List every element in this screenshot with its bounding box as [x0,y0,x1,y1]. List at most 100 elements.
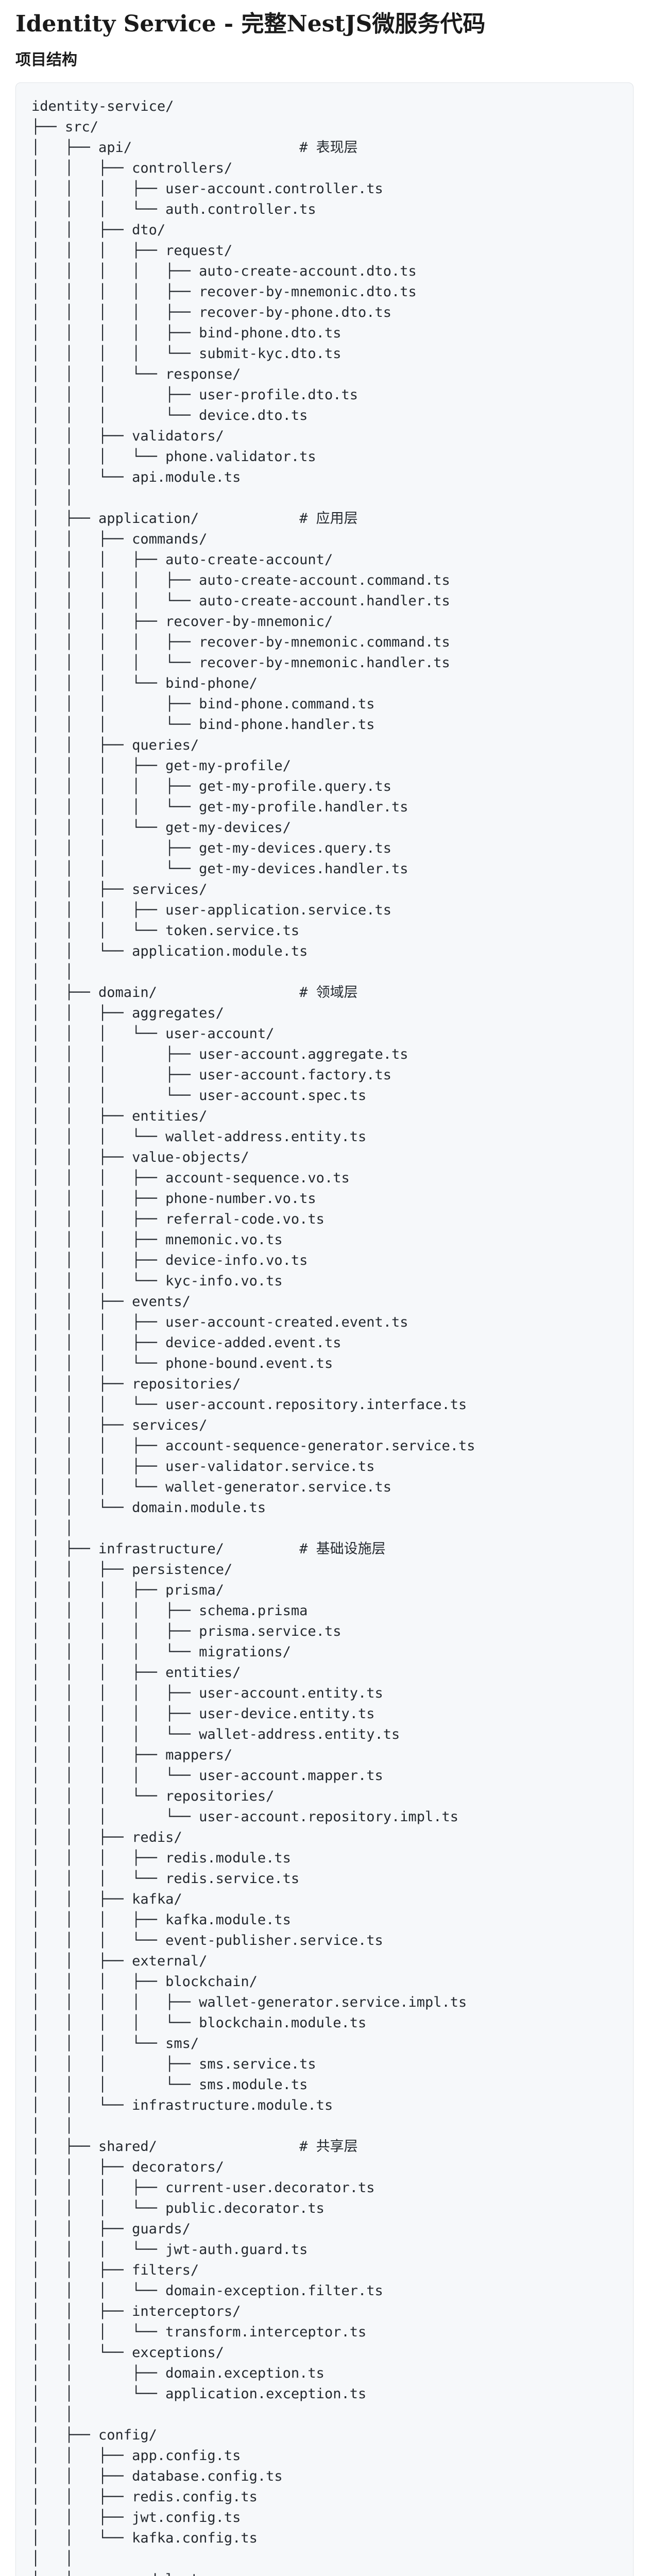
tree-line: │ │ │ └── wallet-address.entity.ts [31,1129,367,1145]
tree-line: │ │ └── exceptions/ [31,2345,224,2361]
tree-line: │ │ └── kafka.config.ts [31,2530,258,2547]
tree-line: │ │ ├── jwt.config.ts [31,2510,241,2526]
tree-line: │ │ │ │ ├── auto-create-account.dto.ts [31,263,417,280]
tree-line: │ │ ├── external/ [31,1953,208,1970]
tree-line: │ │ │ ├── prisma/ [31,1582,224,1599]
tree-line: │ │ │ ├── kafka.module.ts [31,1912,291,1928]
tree-line: │ │ │ ├── entities/ [31,1665,241,1681]
tree-line: │ │ ├── queries/ [31,737,199,754]
tree-line: │ │ [31,2406,74,2423]
tree-line: │ │ ├── events/ [31,1294,191,1310]
tree-line: │ │ │ └── redis.service.ts [31,1871,300,1887]
tree-line: │ │ │ ├── user-profile.dto.ts [31,387,358,403]
tree-line: │ │ │ │ ├── auto-create-account.command.… [31,572,450,589]
tree-line: │ │ ├── app.config.ts [31,2448,241,2464]
tree-line: │ │ │ ├── user-account.factory.ts [31,1067,391,1083]
tree-line: │ │ └── api.module.ts [31,469,241,486]
tree-line: │ │ │ └── token.service.ts [31,923,300,939]
tree-line: │ │ │ ├── user-account.controller.ts [31,181,383,197]
tree-line: │ │ │ ├── request/ [31,243,233,259]
tree-line: │ │ └── domain.module.ts [31,1500,266,1516]
tree-line: │ │ │ └── jwt-auth.guard.ts [31,2242,308,2258]
tree-line: │ │ │ ├── referral-code.vo.ts [31,1211,324,1228]
tree-line: │ │ │ └── repositories/ [31,1788,275,1805]
tree-line: │ │ │ └── phone-bound.event.ts [31,1355,333,1372]
tree-line: │ │ ├── database.config.ts [31,2468,283,2485]
tree-line: │ ├── application/ # 应用层 [31,511,358,527]
tree-line: │ │ ├── redis/ [31,1829,182,1846]
tree-line: │ │ │ ├── auto-create-account/ [31,552,333,568]
tree-line: │ │ └── application.module.ts [31,943,308,960]
tree-line: │ │ │ └── kyc-info.vo.ts [31,1273,283,1290]
tree-line: │ │ │ └── sms/ [31,2036,199,2052]
tree-line: │ │ │ ├── user-account-created.event.ts [31,1314,408,1331]
tree-line: │ │ ├── filters/ [31,2262,199,2279]
tree-line: │ │ │ ├── current-user.decorator.ts [31,2180,375,2196]
tree-line: │ │ │ │ └── wallet-address.entity.ts [31,1726,400,1743]
tree-line: │ │ │ │ ├── recover-by-phone.dto.ts [31,304,391,321]
tree-line: │ │ │ └── phone.validator.ts [31,449,316,465]
tree-line: │ │ │ │ └── recover-by-mnemonic.handler.… [31,655,450,671]
tree-line: │ │ │ └── user-account/ [31,1026,275,1042]
tree-line: │ │ │ │ ├── recover-by-mnemonic.command.… [31,634,450,651]
tree-line: │ │ [31,2551,74,2567]
tree-line: │ │ ├── validators/ [31,428,224,445]
tree-line: │ │ [31,1520,74,1537]
tree-line: │ │ [31,964,74,980]
tree-line: │ │ │ │ ├── get-my-profile.query.ts [31,778,391,795]
tree-line: │ ├── domain/ # 领域层 [31,985,358,1001]
tree-line: │ │ │ │ ├── prisma.service.ts [31,1623,341,1640]
tree-line: │ │ ├── services/ [31,882,208,898]
tree-line: │ │ ├── kafka/ [31,1891,182,1908]
tree-line: │ │ │ └── transform.interceptor.ts [31,2324,367,2341]
tree-line: │ │ └── application.exception.ts [31,2386,367,2402]
tree-line: │ │ │ ├── bind-phone.command.ts [31,696,375,713]
tree-line: │ │ │ ├── mappers/ [31,1747,233,1764]
tree-line: │ │ │ └── get-my-devices.handler.ts [31,861,408,877]
tree-line: │ ├── config/ [31,2427,157,2444]
tree-line: │ │ │ └── user-account.repository.interf… [31,1397,467,1413]
tree-line: │ │ │ ├── user-account.aggregate.ts [31,1046,408,1063]
tree-line: │ │ │ │ └── get-my-profile.handler.ts [31,799,408,816]
tree-line: │ │ │ │ ├── bind-phone.dto.ts [31,325,341,342]
tree-line: │ │ ├── dto/ [31,222,166,239]
tree-line: │ │ └── infrastructure.module.ts [31,2097,333,2114]
tree-line: │ │ │ └── sms.module.ts [31,2077,308,2093]
tree-line: │ │ ├── persistence/ [31,1562,233,1578]
tree-line: │ │ │ └── domain-exception.filter.ts [31,2283,383,2299]
tree-line: │ │ │ └── user-account.spec.ts [31,1088,367,1104]
tree-line: │ │ ├── guards/ [31,2221,191,2238]
tree-line: │ │ ├── redis.config.ts [31,2489,258,2505]
tree-line: │ │ │ │ └── submit-kyc.dto.ts [31,346,341,362]
tree-line: │ │ ├── entities/ [31,1108,208,1125]
tree-line: │ │ │ └── response/ [31,366,241,383]
tree-line: │ │ │ ├── account-sequence.vo.ts [31,1170,350,1187]
tree-line: │ │ │ └── wallet-generator.service.ts [31,1479,391,1496]
tree-line: │ │ │ │ └── user-account.mapper.ts [31,1768,383,1784]
tree-line: │ │ │ │ ├── user-account.entity.ts [31,1685,383,1702]
tree-line: │ │ │ ├── get-my-devices.query.ts [31,840,391,857]
tree-line: │ │ │ │ ├── schema.prisma [31,1603,308,1619]
tree-line: │ │ │ ├── get-my-profile/ [31,758,291,774]
tree-line: │ ├── api/ # 表现层 [31,140,358,156]
tree-line: │ │ │ ├── blockchain/ [31,1974,258,1990]
tree-line: │ │ │ ├── account-sequence-generator.ser… [31,1438,475,1454]
tree-line: │ │ │ │ └── blockchain.module.ts [31,2015,367,2031]
file-tree-code-block: identity-service/├── src/│ ├── api/ # 表现… [15,82,634,2576]
tree-line: │ │ │ └── user-account.repository.impl.t… [31,1809,459,1825]
tree-line: │ │ │ │ ├── wallet-generator.service.imp… [31,1994,467,2011]
tree-line: │ │ │ │ └── auto-create-account.handler.… [31,593,450,609]
tree-line: │ ├── app.module.ts [31,2569,618,2576]
tree-line: │ │ │ └── bind-phone.handler.ts [31,717,375,733]
tree-line: │ │ [31,2118,74,2134]
tree-line: │ │ │ └── bind-phone/ [31,675,258,692]
tree-line: │ │ ├── value-objects/ [31,1149,249,1166]
tree-line: identity-service/ [31,98,174,115]
tree-line: │ │ │ ├── mnemonic.vo.ts [31,1232,283,1248]
tree-line: │ │ │ └── device.dto.ts [31,408,308,424]
tree-line: │ │ │ │ ├── recover-by-mnemonic.dto.ts [31,284,417,300]
tree-line: │ │ │ ├── recover-by-mnemonic/ [31,614,333,630]
tree-line: │ │ │ └── auth.controller.ts [31,201,316,218]
tree-line: │ │ │ ├── device-info.vo.ts [31,1252,308,1269]
